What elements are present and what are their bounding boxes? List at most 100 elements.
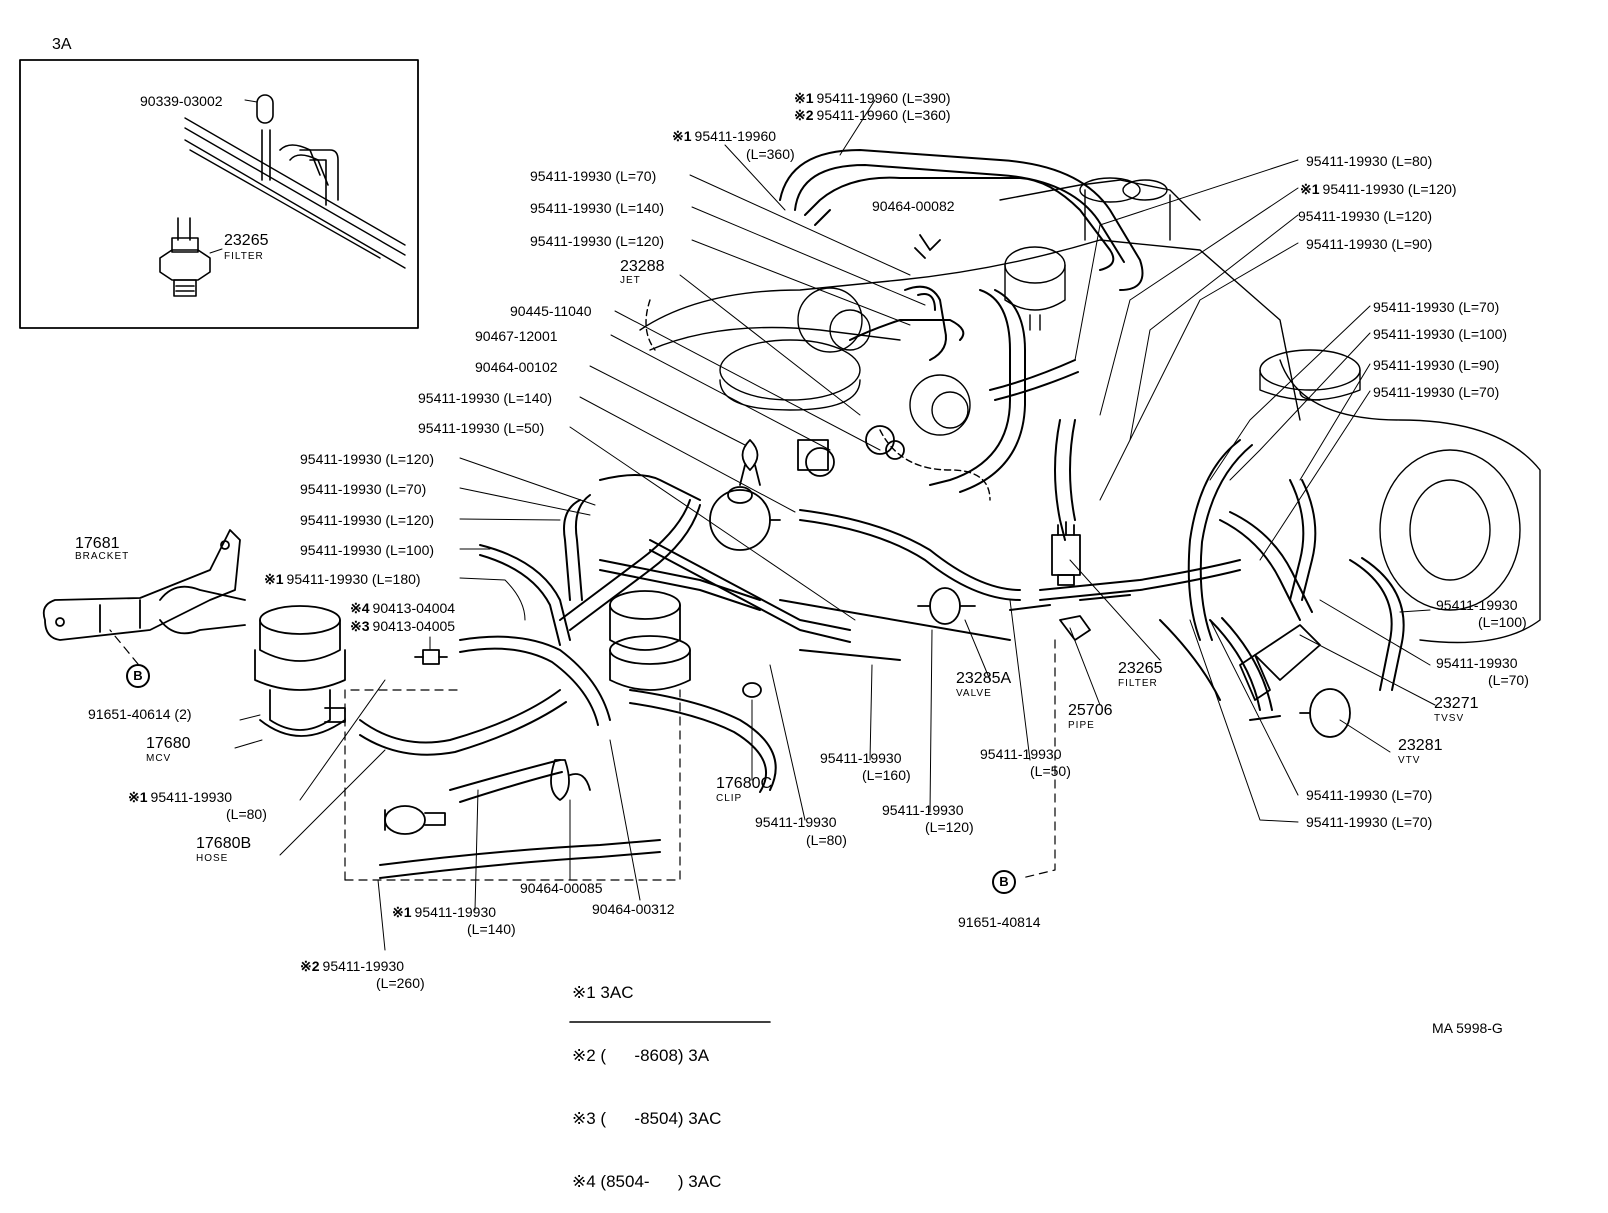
label-17680: 17680 <box>146 735 191 752</box>
legend-row-2: ※2 ( -8608) 3A <box>572 1046 710 1065</box>
label-90464-00085: 90464-00085 <box>520 880 603 896</box>
label-95411-19930-90-right-b: 95411-19930 (L=90) <box>1373 357 1500 373</box>
label-23271: 23271 <box>1434 695 1479 712</box>
label-25706: 25706 <box>1068 702 1113 719</box>
label-valve: VALVE <box>956 688 992 699</box>
label-l-160: (L=160) <box>862 767 911 783</box>
label-23285a: 23285A <box>956 670 1012 687</box>
label-pipe: PIPE <box>1068 720 1095 731</box>
mark-1: ※1 <box>1300 181 1320 197</box>
label-l-260: (L=260) <box>376 975 425 991</box>
engine-body-outline <box>639 177 1541 644</box>
clamp-90464-00085-icon <box>550 759 591 801</box>
valve-23285a-icon <box>917 587 976 625</box>
label-23288: 23288 <box>620 258 665 275</box>
label-95411-19930-100-a: 95411-19930 (L=100) <box>300 542 435 558</box>
inset-label-90339-03002: 90339-03002 <box>140 93 223 109</box>
label-l-80-left: (L=80) <box>226 806 267 822</box>
jet-23288-icon <box>865 425 905 460</box>
mark-4: ※4 <box>350 600 370 616</box>
inset-3a-frame <box>19 59 419 329</box>
clamp-90464-00102-icon <box>739 439 761 486</box>
connector-b-right: B <box>992 870 1016 894</box>
label-l-70-right: (L=70) <box>1488 672 1529 688</box>
label-17680b: 17680B <box>196 835 252 852</box>
label-95411-19930-70-right-a: 95411-19930 (L=70) <box>1373 299 1500 315</box>
label-l-120-center: (L=120) <box>925 819 974 835</box>
label-95411-19930-70-right-d: 95411-19930 (L=70) <box>1306 787 1433 803</box>
label-95411-19930-100-right: 95411-19930 (L=100) <box>1373 326 1508 342</box>
bracket-17681-icon <box>42 529 246 641</box>
label-95411-19930-70-a: 95411-19930 (L=70) <box>300 481 427 497</box>
label-95411-19930-90-right: 95411-19930 (L=90) <box>1306 236 1433 252</box>
drawing-reference: MA 5998-G <box>1432 1020 1503 1036</box>
applicability-legend: ※1 3AC ※2 ( -8608) 3A ※3 ( -8504) 3AC ※4… <box>572 940 721 1213</box>
label-91651-40614: 91651-40614 (2) <box>88 706 192 722</box>
label-23281: 23281 <box>1398 737 1443 754</box>
inset-label-23265: 23265 <box>224 232 269 249</box>
dashed-reference-lines <box>109 629 1056 881</box>
label-95411-19930-70-right-b: 95411-19930 (L=70) <box>1373 384 1500 400</box>
hoses <box>359 149 1405 879</box>
label-95411-19930-140-top: 95411-19930 (L=140) <box>530 200 665 216</box>
label-17680c: 17680C <box>716 775 773 792</box>
inset-title: 3A <box>52 36 72 53</box>
label-hose: HOSE <box>196 853 229 864</box>
label-jet: JET <box>620 275 641 286</box>
mark-1: ※1 <box>264 571 284 587</box>
label-filter-main: FILTER <box>1118 678 1158 689</box>
inset-label-filter: FILTER <box>224 251 264 262</box>
label-95411-19930-120-a: 95411-19930 (L=120) <box>300 451 435 467</box>
label-90445-11040: 90445-11040 <box>510 303 592 319</box>
label-bracket: BRACKET <box>75 551 130 562</box>
label-90467-12001: 90467-12001 <box>475 328 558 344</box>
canister-component-icon <box>609 590 691 691</box>
label-95411-19930-50-center: 95411-19930 <box>980 746 1062 762</box>
vtv-23281-icon <box>1299 688 1351 738</box>
label-95411-19930-160: 95411-19930 <box>820 750 902 766</box>
pipe-25706-icon <box>1059 615 1091 641</box>
legend-row-1: ※1 3AC <box>572 983 634 1002</box>
cap-90339-icon <box>256 94 274 124</box>
label-95411-19930-80-right: 95411-19930 (L=80) <box>1306 153 1433 169</box>
legend-row-4: ※4 (8504- ) 3AC <box>572 1172 722 1191</box>
label-95411-19930-70-right-e: 95411-19930 (L=70) <box>1306 814 1433 830</box>
label-95411-19930-70-top: 95411-19930 (L=70) <box>530 168 657 184</box>
label-17681: 17681 <box>75 535 120 552</box>
label-l-50-center: (L=50) <box>1030 763 1071 779</box>
filter-23265-icon <box>159 217 211 297</box>
mark-1: ※1 <box>794 90 814 106</box>
label-mcv: MCV <box>146 753 172 764</box>
mark-2: ※2 <box>794 107 814 123</box>
label-91651-40814: 91651-40814 <box>958 914 1041 930</box>
label-clip: CLIP <box>716 793 743 804</box>
label-90464-00312: 90464-00312 <box>592 901 675 917</box>
mark-3: ※3 <box>350 618 370 634</box>
label-95411-19930-100-right-c: 95411-19930 <box>1436 597 1518 613</box>
label-95411-19930-50-mid: 95411-19930 (L=50) <box>418 420 545 436</box>
label-23265-main: 23265 <box>1118 660 1163 677</box>
label-95411-19930-120-center: 95411-19930 <box>882 802 964 818</box>
mark-1: ※1 <box>128 789 148 805</box>
label-95411-19930-120-right-b: 95411-19930 (L=120) <box>1298 208 1433 224</box>
label-90464-00082: 90464-00082 <box>872 198 955 214</box>
label-vtv: VTV <box>1398 755 1421 766</box>
connector-b-left: B <box>126 664 150 688</box>
tvsv-23271-icon <box>1239 624 1321 701</box>
label-95411-19930-120-top: 95411-19930 (L=120) <box>530 233 665 249</box>
label-95411-19930-140-mid: 95411-19930 (L=140) <box>418 390 553 406</box>
clip-17680c-icon <box>742 682 762 698</box>
mcv-17680-icon <box>254 605 346 737</box>
label-tvsv: TVSV <box>1434 713 1465 724</box>
mark-1: ※1 <box>672 128 692 144</box>
dashpot-center-icon <box>709 486 781 551</box>
